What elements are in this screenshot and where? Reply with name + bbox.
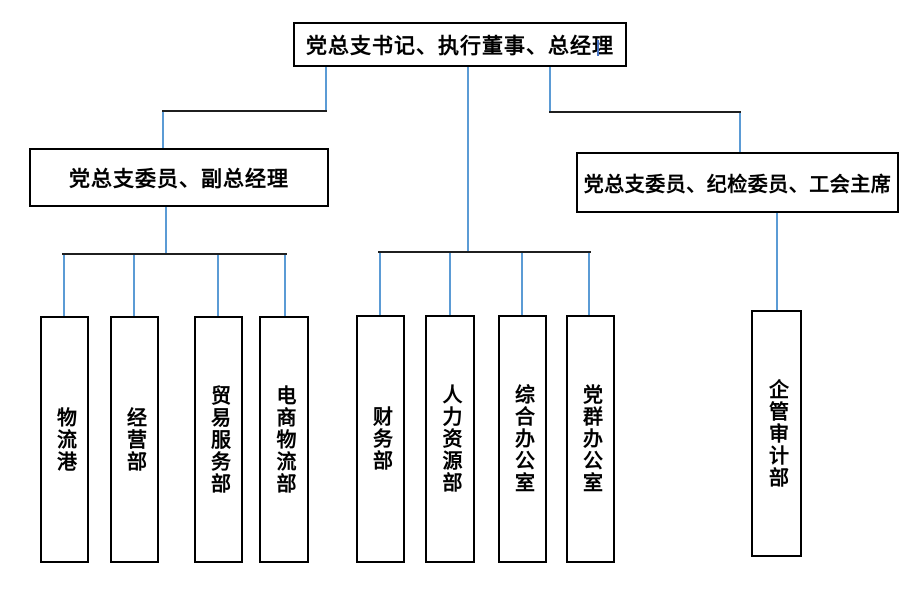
node-root: 党总支书记、执行董事、总经理: [293, 22, 627, 67]
connector-line: [776, 213, 778, 310]
connector-line: [739, 113, 741, 152]
connector-line: [284, 255, 286, 316]
connector-line: [588, 253, 590, 315]
dept-box-general-office: 综合办公室: [498, 315, 547, 563]
dept-box-party-mass-office: 党群办公室: [566, 315, 615, 563]
connector-line: [378, 251, 591, 253]
dept-box-enterprise-audit: 企管审计部: [751, 310, 802, 557]
connector-line: [63, 255, 65, 316]
dept-box-logistics-port: 物流港: [40, 316, 89, 563]
text-cursor: [597, 40, 599, 56]
dept-box-trade-services: 贸易服务部: [194, 316, 243, 563]
connector-line: [162, 110, 327, 112]
connector-line: [549, 67, 551, 112]
connector-line: [165, 207, 167, 254]
connector-line: [521, 253, 523, 315]
connector-line: [325, 67, 327, 111]
dept-box-human-resources: 人力资源部: [425, 315, 475, 563]
connector-line: [162, 112, 164, 148]
dept-box-finance: 财务部: [356, 315, 405, 563]
connector-line: [133, 255, 135, 316]
connector-line: [467, 67, 469, 252]
dept-box-operations: 经营部: [110, 316, 159, 563]
connector-line: [449, 253, 451, 315]
node-committee-union-chair: 党总支委员、纪检委员、工会主席: [576, 152, 899, 213]
connector-line: [549, 111, 741, 113]
connector-line: [379, 253, 381, 315]
connector-line: [62, 253, 287, 255]
node-deputy-general-manager: 党总支委员、副总经理: [29, 148, 329, 207]
dept-box-ecommerce-logistics: 电商物流部: [259, 316, 309, 563]
connector-line: [217, 255, 219, 316]
